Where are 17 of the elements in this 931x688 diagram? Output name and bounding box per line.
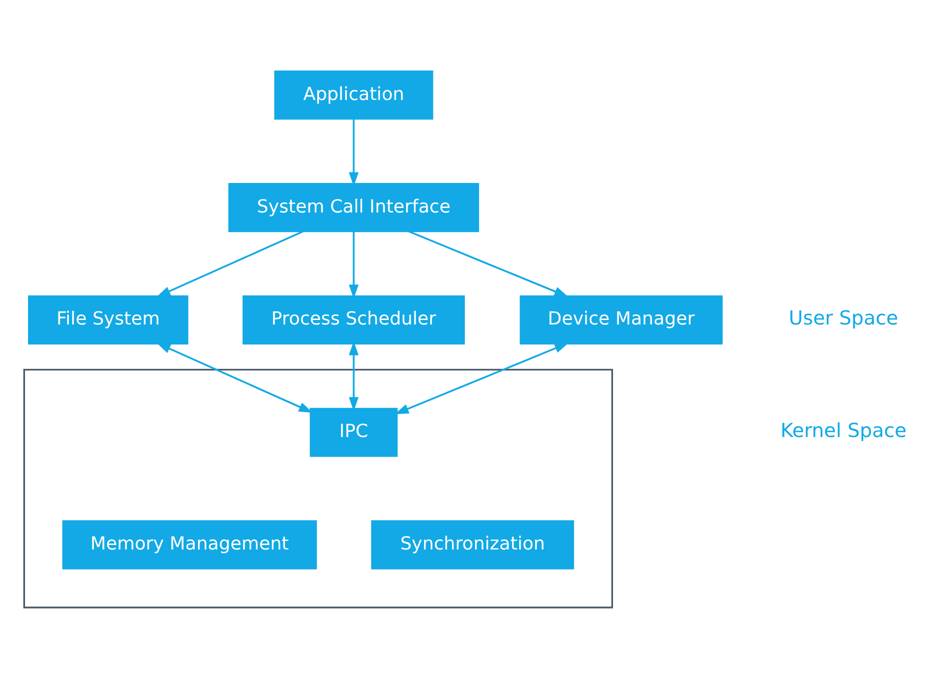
node-box: Application <box>274 70 434 120</box>
arrow <box>394 342 569 414</box>
arrow <box>408 230 568 296</box>
arrow <box>156 230 304 297</box>
label: User Space <box>788 306 898 329</box>
label: Kernel Space <box>780 418 907 442</box>
arrow <box>156 342 313 412</box>
node-box: IPC <box>310 407 398 456</box>
node-box: File System <box>28 294 188 344</box>
node-box: Process Scheduler <box>242 294 465 344</box>
cluster <box>23 368 614 608</box>
arrow <box>348 118 359 186</box>
node-box: System Call Interface <box>228 182 480 232</box>
arrow <box>348 231 359 298</box>
node-box: Device Manager <box>520 294 723 344</box>
node-box: Synchronization <box>371 520 574 569</box>
node-box: Memory Management <box>62 520 317 569</box>
